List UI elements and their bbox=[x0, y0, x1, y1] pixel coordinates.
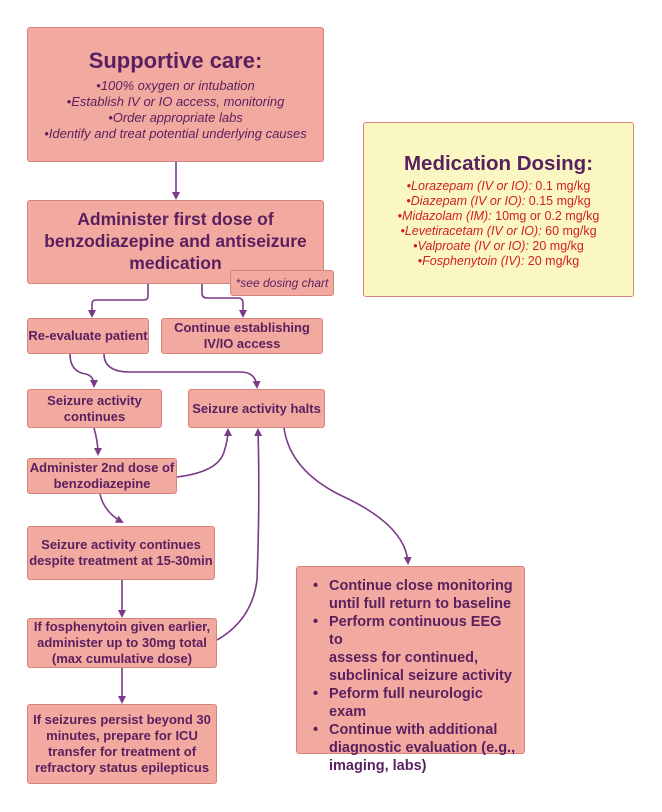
medication-dosing-title: Medication Dosing: bbox=[403, 151, 594, 175]
arrow-continues-to-second-dose bbox=[93, 427, 102, 456]
arrow-reevaluate-to-seizure-halts bbox=[103, 353, 261, 389]
dose-line: •Midazolam (IM): 10mg or 0.2 mg/kg bbox=[397, 208, 600, 223]
seizure-halts-box: Seizure activity halts bbox=[188, 389, 325, 428]
refractory-line: If seizures persist beyond 30 bbox=[33, 712, 211, 727]
supportive-care-box: Supportive care: •100% oxygen or intubat… bbox=[27, 27, 324, 162]
fosphenytoin-line: (max cumulative dose) bbox=[51, 651, 193, 666]
monitoring-item: • Continue with additional diagnostic ev… bbox=[313, 722, 516, 774]
monitoring-item: • Perform continuous EEG to assess for c… bbox=[313, 614, 512, 684]
seizure-continues-box: Seizure activity continues bbox=[27, 389, 162, 428]
continues-despite-line: Seizure activity continues bbox=[41, 537, 201, 552]
refractory-box: If seizures persist beyond 30 minutes, p… bbox=[27, 704, 217, 784]
dose-line: •Fosphenytoin (IV): 20 mg/kg bbox=[417, 253, 580, 268]
fosphenytoin-box: If fosphenytoin given earlier, administe… bbox=[27, 618, 217, 668]
second-dose-box: Administer 2nd dose of benzodiazepine bbox=[27, 458, 177, 494]
second-dose-line: Administer 2nd dose of bbox=[29, 460, 175, 475]
continues-despite-box: Seizure activity continues despite treat… bbox=[27, 526, 215, 580]
arrow-first-dose-to-continue-access bbox=[201, 284, 247, 318]
refractory-line: transfer for treatment of bbox=[47, 744, 197, 759]
monitoring-item: • Continue close monitoring until full r… bbox=[313, 578, 513, 612]
dose-line: •Levetiracetam (IV or IO): 60 mg/kg bbox=[400, 223, 597, 238]
medication-dosing-box: Medication Dosing: •Lorazepam (IV or IO)… bbox=[363, 122, 634, 297]
continues-despite-line: despite treatment at 15-30min bbox=[29, 553, 213, 568]
supportive-care-title: Supportive care: bbox=[88, 48, 263, 73]
dose-line: •Lorazepam (IV or IO): 0.1 mg/kg bbox=[406, 178, 591, 193]
continue-access-line: IV/IO access bbox=[203, 336, 281, 351]
arrow-second-dose-to-halts bbox=[176, 428, 232, 478]
refractory-line: refractory status epilepticus bbox=[34, 760, 210, 775]
arrow-second-dose-to-continues-despite bbox=[99, 493, 124, 523]
fosphenytoin-line: administer up to 30mg total bbox=[37, 635, 207, 650]
first-dose-line: benzodiazepine and antiseizure bbox=[44, 231, 307, 251]
monitoring-box: • Continue close monitoring until full r… bbox=[296, 566, 525, 774]
arrow-reevaluate-to-seizure-continues bbox=[69, 353, 98, 388]
refractory-line: minutes, prepare for ICU bbox=[46, 728, 198, 743]
monitoring-item: • Peform full neurologic exam bbox=[313, 686, 483, 720]
dose-line: •Valproate (IV or IO): 20 mg/kg bbox=[413, 238, 584, 253]
supportive-item: •Identify and treat potential underlying… bbox=[44, 126, 307, 141]
seizure-continues-line: Seizure activity bbox=[47, 392, 142, 408]
supportive-item: •Establish IV or IO access, monitoring bbox=[66, 94, 285, 109]
arrow-fosphenytoin-to-halts bbox=[216, 428, 263, 641]
dosing-chart-note: *see dosing chart bbox=[230, 270, 334, 296]
seizure-continues-line: continues bbox=[63, 408, 126, 424]
dose-line: •Diazepam (IV or IO): 0.15 mg/kg bbox=[406, 193, 591, 208]
first-dose-line: Administer first dose of bbox=[77, 209, 274, 229]
supportive-item: •Order appropriate labs bbox=[108, 110, 243, 125]
continue-access-box: Continue establishing IV/IO access bbox=[161, 318, 323, 354]
arrow-halts-to-monitoring bbox=[283, 427, 412, 565]
fosphenytoin-line: If fosphenytoin given earlier, bbox=[33, 619, 211, 634]
monitoring-list: • Continue close monitoring until full r… bbox=[311, 577, 518, 775]
reevaluate-box: Re-evaluate patient bbox=[27, 318, 149, 354]
second-dose-line: benzodiazepine bbox=[53, 476, 151, 491]
arrow-first-dose-to-reevaluate bbox=[88, 284, 149, 318]
first-dose-line: medication bbox=[129, 253, 222, 273]
supportive-item: •100% oxygen or intubation bbox=[96, 78, 255, 93]
continue-access-line: Continue establishing bbox=[174, 320, 310, 335]
